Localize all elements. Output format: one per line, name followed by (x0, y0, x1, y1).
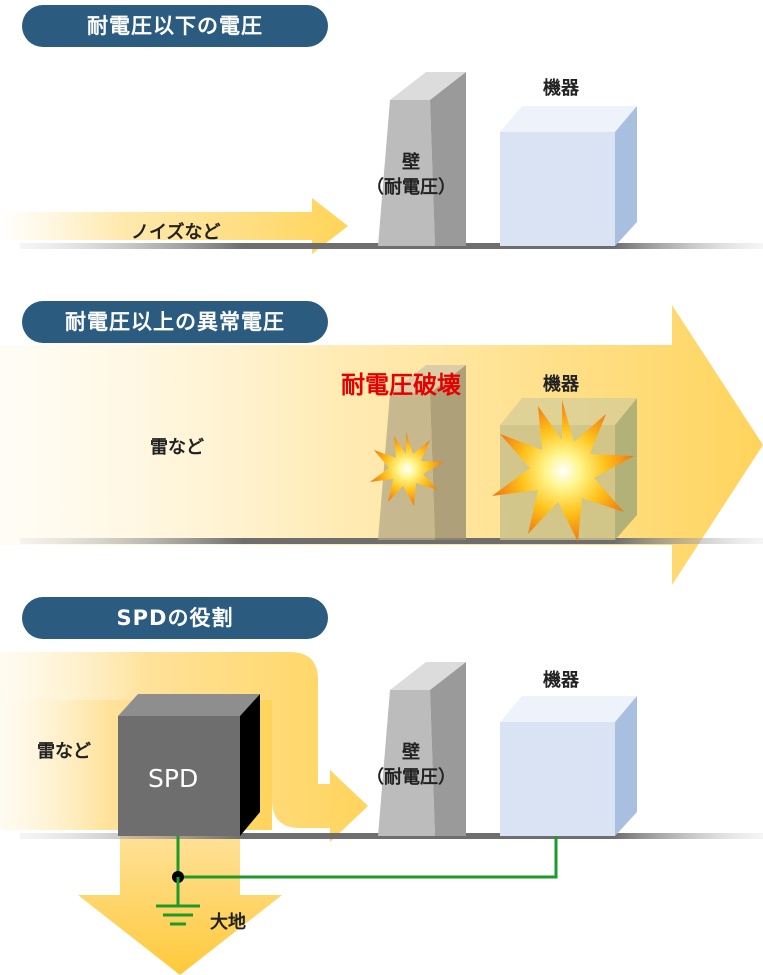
ground-line (20, 538, 763, 544)
wall-label-line2: （耐電圧） (366, 767, 456, 788)
wall-label-line2: （耐電圧） (366, 177, 456, 198)
ground-symbol-icon (156, 877, 200, 926)
wall-label: 壁 （耐電圧） (365, 150, 457, 200)
noise-arrow (0, 198, 348, 254)
device-label: 機器 (543, 78, 579, 99)
breakdown-label: 耐電圧破壊 (341, 371, 461, 399)
lightning-label: 雷など (150, 437, 204, 458)
explosion-icon (370, 432, 444, 506)
spd-label: SPD (148, 764, 199, 793)
wall (378, 662, 466, 836)
lightning-label: 雷など (37, 741, 91, 762)
spd-box (118, 694, 260, 836)
section-title-pill: SPDの役割 (22, 597, 328, 639)
noise-label: ノイズなど (131, 222, 221, 243)
device-box (500, 106, 637, 246)
section-title-pill: 耐電圧以下の電圧 (22, 5, 328, 47)
wall-label-line1: 壁 (402, 152, 420, 173)
device-label: 機器 (543, 670, 579, 691)
device-box (500, 696, 637, 836)
wall (378, 72, 466, 246)
wall-label-line1: 壁 (402, 742, 420, 763)
explosion-icon (492, 400, 634, 542)
ground-wire (176, 836, 558, 879)
earth-label: 大地 (210, 912, 246, 933)
earth-arrow (78, 832, 282, 975)
device-label: 機器 (543, 374, 579, 395)
wall-label: 壁 （耐電圧） (365, 740, 457, 790)
section-title-pill: 耐電圧以上の異常電圧 (22, 301, 328, 343)
spd-diverted-arrow (0, 652, 368, 842)
